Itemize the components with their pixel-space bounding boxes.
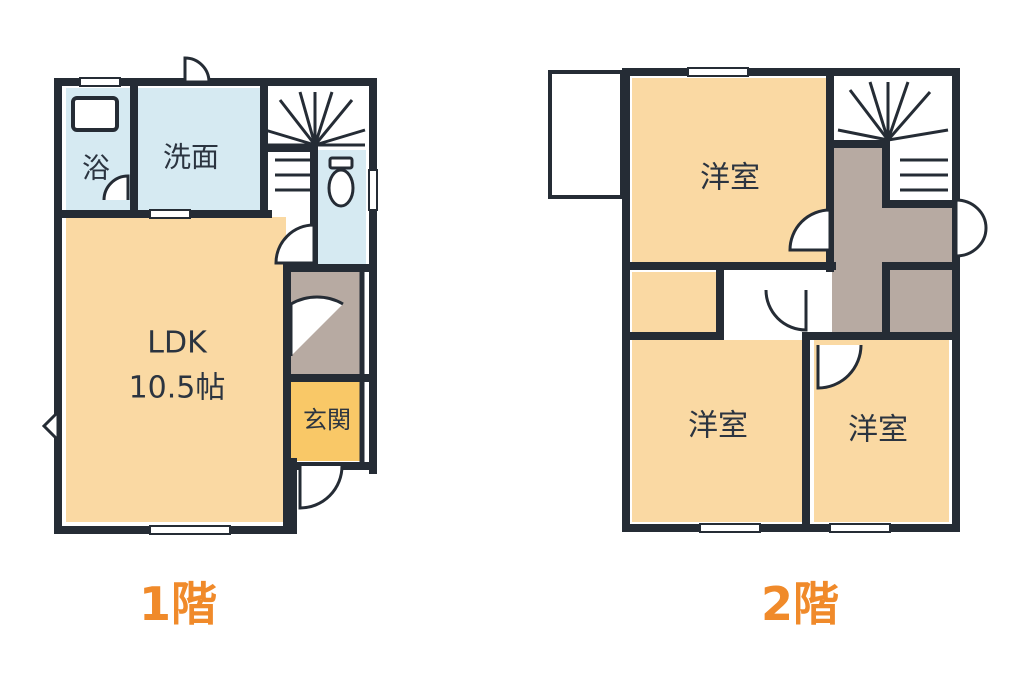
toilet-icon	[327, 168, 355, 208]
western-room-top-label: 洋室	[700, 161, 760, 196]
ldk-label: LDK	[147, 326, 208, 361]
floor-1-plan	[41, 56, 378, 535]
washroom	[137, 88, 263, 212]
floor-2-windows	[687, 67, 891, 533]
floor-2-walls	[622, 68, 960, 532]
floor-1-windows	[79, 77, 378, 535]
staircase-icon	[264, 91, 366, 192]
western-room-bottom-left	[632, 340, 804, 522]
floor-2-plan	[548, 67, 988, 533]
bath-label: 浴	[82, 152, 110, 185]
ldk-size-label: 10.5帖	[129, 371, 226, 406]
floor-1-label: 1階	[139, 577, 217, 631]
western-room-bottom-right-label: 洋室	[848, 413, 908, 448]
staircase-icon-floor2	[837, 81, 949, 192]
western-room-bottom-left-label: 洋室	[688, 409, 748, 444]
floor-2-doors	[764, 198, 988, 390]
washroom-label: 洗面	[163, 141, 219, 174]
closet-top	[632, 272, 717, 332]
bathtub-icon	[71, 96, 119, 132]
ldk-room	[66, 217, 286, 522]
entrance-label: 玄関	[303, 406, 351, 434]
floor-2-label: 2階	[761, 577, 839, 631]
entrance-room	[291, 378, 363, 461]
balcony	[548, 70, 624, 199]
floor-1-doors	[41, 56, 344, 510]
